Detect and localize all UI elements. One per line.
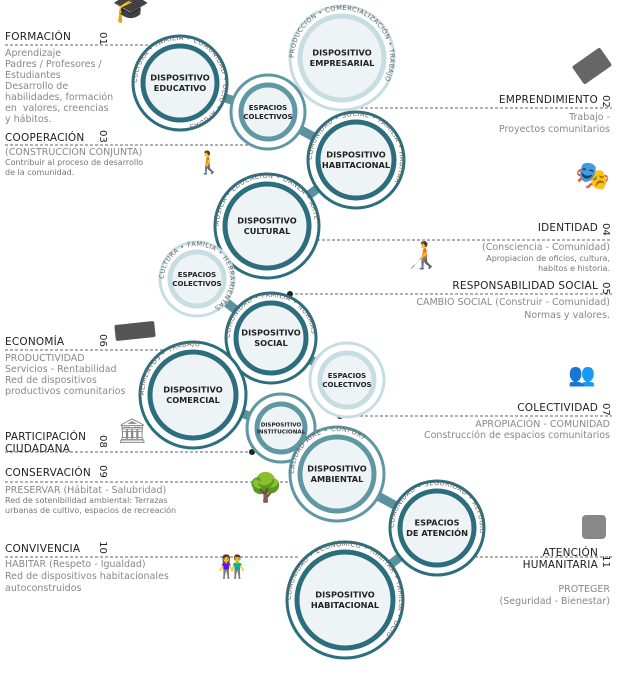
cooperacion-small: Contribuir al proceso de desarrollo de l… (5, 158, 144, 177)
identidad-small: Apropiacion de oficios, cultura, habitos… (486, 254, 610, 273)
identidad-sub: (Consciencia - Comunidad) (482, 242, 610, 253)
node-inner-disc (294, 549, 396, 651)
responsabilidad-title: RESPONSABILIDAD SOCIAL (452, 280, 598, 292)
num-08: 08 (96, 435, 108, 448)
node-inner-disc (238, 82, 298, 142)
formacion-sub: Aprendizaje Padres / Profesores / Estudi… (5, 48, 114, 125)
colectividad-title: COLECTIVIDAD (517, 402, 598, 414)
node-empresarial: PRODUCCIÓN • COMERCIALIZACIÓN • TRABAJOD… (288, 4, 396, 112)
conservacion-sub: PRESERVAR (Hábitat - Salubridad) (5, 485, 167, 496)
num-06: 06 (96, 334, 108, 347)
num-05: 05 (599, 282, 611, 295)
node-inner-disc (233, 300, 309, 376)
convivencia-sub: HABITAR (Respeto - Igualdad) Red de disp… (5, 559, 169, 594)
capitol-icon: 🏛 (117, 417, 148, 445)
node-inner-disc (297, 434, 377, 514)
node-espacios2: CULTURA • FAMILIA • HERRAMIENTASESPACIOS… (158, 240, 236, 318)
node-inner-disc (147, 349, 239, 441)
participacion-title: PARTICIPACIÓN CIUDADANA (5, 431, 87, 455)
node-inner-disc (167, 249, 227, 309)
node-inner-disc (254, 401, 308, 455)
people-icon: 🚶 (195, 151, 223, 176)
colectividad-sub: APROPIACIÓN - COMUNIDAD Construcción de … (423, 419, 610, 441)
conservacion-title: CONSERVACIÓN (5, 467, 91, 479)
num-07: 07 (599, 403, 611, 416)
cooperacion-title: COOPERACIÓN (5, 132, 85, 144)
num-10: 10 (96, 541, 108, 554)
atencion-humanitaria-title: ATENCIÓN HUMANITARIA (522, 547, 598, 571)
node-inner-disc (315, 119, 397, 201)
node-inner-disc (222, 181, 312, 271)
cooperacion-sub: (CONSTRUCCIÓN CONJUNTA) (5, 147, 143, 158)
num-09: 09 (96, 465, 108, 478)
node-inner-disc (297, 13, 387, 103)
conservacion-small: Red de sotenibilidad ambiental: Terrazas… (5, 496, 177, 515)
node-inner-disc (140, 43, 220, 123)
emprendimiento-title: EMPRENDIMIENTO (498, 94, 598, 106)
node-habitacional1: COMUNIDAD • SOCIAL • FAMILIA • HABITARDI… (306, 110, 406, 210)
economia-title: ECONOMÍA (5, 336, 65, 348)
node-cultural: MÚSICA • EDUCACIÓN • DANZA • ARTEDISPOSI… (212, 171, 321, 280)
guide-lines (5, 44, 612, 558)
walking-people-icon: 🧑‍🦯 (405, 241, 438, 271)
economia-sub: PRODUCTIVIDAD Servicios - Rentabilidad R… (5, 353, 126, 397)
tree-icon: 🌳 (248, 471, 283, 504)
emprendimiento-sub: Trabajo - Proyectos comunitarios (498, 112, 610, 135)
convivencia-title: CONVIVENCIA (5, 543, 81, 555)
couple-icon: 👫 (218, 555, 246, 580)
num-01: 01 (96, 32, 108, 45)
graduation-cap-icon: 🎓 (112, 0, 150, 25)
responsabilidad-sub: CAMBIO SOCIAL (Construir - Comunidad) No… (416, 297, 610, 321)
num-11: 11 (599, 555, 611, 568)
node-inner-disc (397, 488, 477, 568)
identidad-title: IDENTIDAD (537, 222, 598, 234)
first-aid-icon (582, 515, 606, 539)
node-habitacional2: COMUNIDAD • ECONÓMICO • HABITAR • FAMILI… (285, 539, 405, 660)
num-02: 02 (599, 95, 611, 108)
atencion-humanitaria-sub: PROTEGER (Seguridad - Bienestar) (499, 584, 610, 607)
node-inner-disc (317, 350, 377, 410)
num-04: 04 (599, 223, 611, 236)
group-people-icon: 👥 (568, 363, 596, 388)
num-03: 03 (96, 130, 108, 143)
node-educativo: CULTURA • FAMILIA • COMUNIDAD • OCIO • A… (131, 34, 229, 132)
formacion-title: FORMACIÓN (5, 31, 72, 43)
theater-masks-icon: 🎭 (575, 159, 610, 192)
